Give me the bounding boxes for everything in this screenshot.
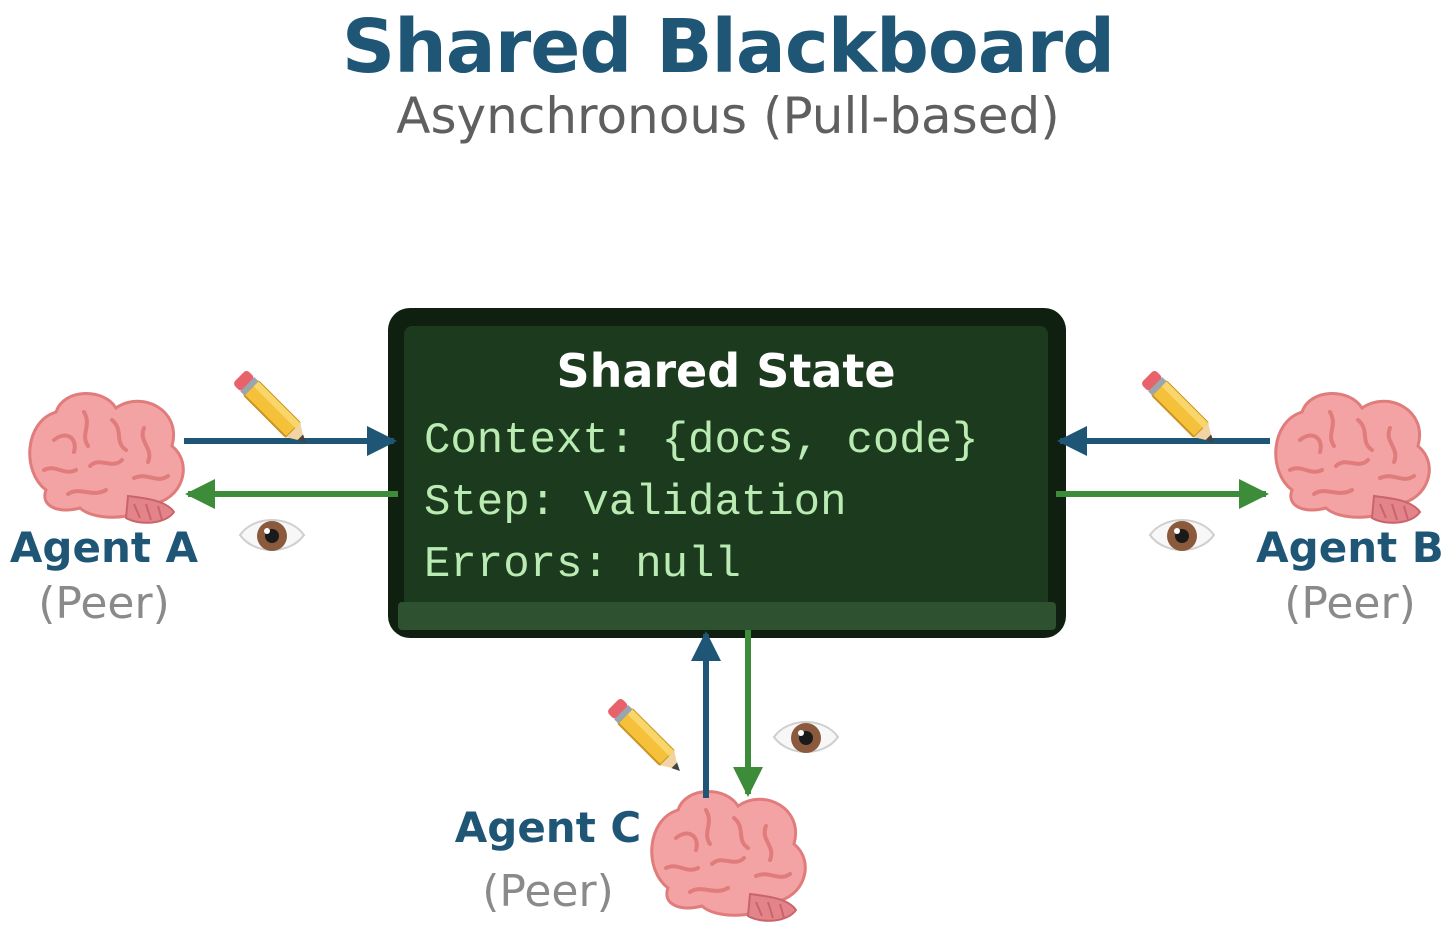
board-line-context: Context: {docs, code} — [424, 416, 979, 466]
agent-b: Agent B (Peer) — [1256, 391, 1444, 629]
blackboard: Shared State Context: {docs, code} Step:… — [388, 308, 1066, 638]
pencil-icon — [231, 368, 315, 452]
brain-icon — [27, 391, 186, 525]
board-title: Shared State — [556, 344, 895, 398]
agent-c: Agent C (Peer) — [455, 789, 808, 923]
pencil-icon — [605, 696, 689, 780]
agent-b-role: (Peer) — [1284, 578, 1416, 629]
agent-a-name: Agent A — [10, 523, 199, 572]
eye-icon — [1149, 519, 1215, 552]
agent-a-role: (Peer) — [38, 578, 170, 629]
brain-icon — [1273, 391, 1432, 525]
agent-c-role: (Peer) — [482, 866, 614, 917]
board-line-step: Step: validation — [424, 478, 846, 528]
blackboard-surface — [404, 326, 1048, 608]
page-subtitle: Asynchronous (Pull-based) — [396, 87, 1060, 145]
agent-b-name: Agent B — [1256, 523, 1444, 572]
agent-a: Agent A (Peer) — [10, 391, 199, 629]
eye-icon — [773, 721, 839, 754]
agent-c-name: Agent C — [455, 803, 641, 852]
chalk-ledge — [398, 602, 1056, 630]
page-title: Shared Blackboard — [341, 4, 1115, 90]
eye-icon — [239, 519, 305, 552]
brain-icon — [649, 789, 808, 923]
pencil-icon — [1139, 368, 1223, 452]
board-line-errors: Errors: null — [424, 540, 741, 590]
